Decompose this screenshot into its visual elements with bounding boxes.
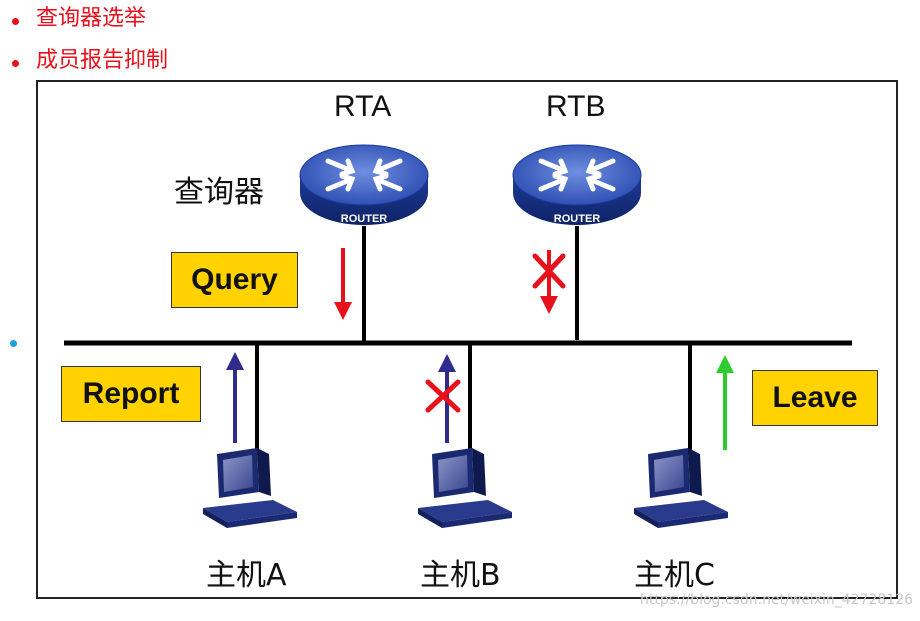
bullet-dot bbox=[12, 60, 19, 67]
leave-message-box: Leave bbox=[752, 370, 878, 426]
query-message-box: Query bbox=[171, 252, 298, 308]
leave-arrow-icon bbox=[716, 355, 734, 450]
router-rta-icon: ROUTER bbox=[299, 144, 429, 225]
host-b-cross-icon bbox=[425, 379, 461, 413]
bullet-text: 查询器选举 bbox=[36, 6, 147, 31]
router-badge: ROUTER bbox=[341, 213, 388, 225]
host-b-label: 主机B bbox=[420, 558, 501, 593]
router-rtb-label: RTB bbox=[546, 90, 606, 123]
host-a-computer-icon bbox=[203, 448, 297, 528]
host-c-label: 主机C bbox=[634, 558, 715, 593]
host-c-computer-icon bbox=[634, 448, 728, 528]
host-b-suppressed-arrow-icon bbox=[438, 354, 456, 443]
host-a-label: 主机A bbox=[206, 558, 287, 593]
bullet-dot bbox=[12, 18, 19, 25]
report-message-box: Report bbox=[61, 366, 201, 422]
rtb-cross-icon bbox=[532, 253, 566, 289]
rtb-suppressed-arrow-icon bbox=[540, 250, 558, 314]
router-rtb-icon: ROUTER bbox=[512, 144, 642, 225]
bullet-text: 成员报告抑制 bbox=[36, 48, 169, 73]
router-rta-label: RTA bbox=[334, 90, 392, 123]
watermark-text: https://blog.csdn.net/weixin_42728126 bbox=[640, 592, 914, 608]
router-badge: ROUTER bbox=[554, 213, 601, 225]
querier-label: 查询器 bbox=[174, 175, 264, 210]
list-bullet-dot bbox=[10, 340, 17, 347]
report-arrow-icon bbox=[226, 352, 244, 443]
query-arrow-icon bbox=[334, 248, 352, 320]
diagram-frame bbox=[36, 80, 898, 599]
host-b-computer-icon bbox=[418, 448, 512, 528]
